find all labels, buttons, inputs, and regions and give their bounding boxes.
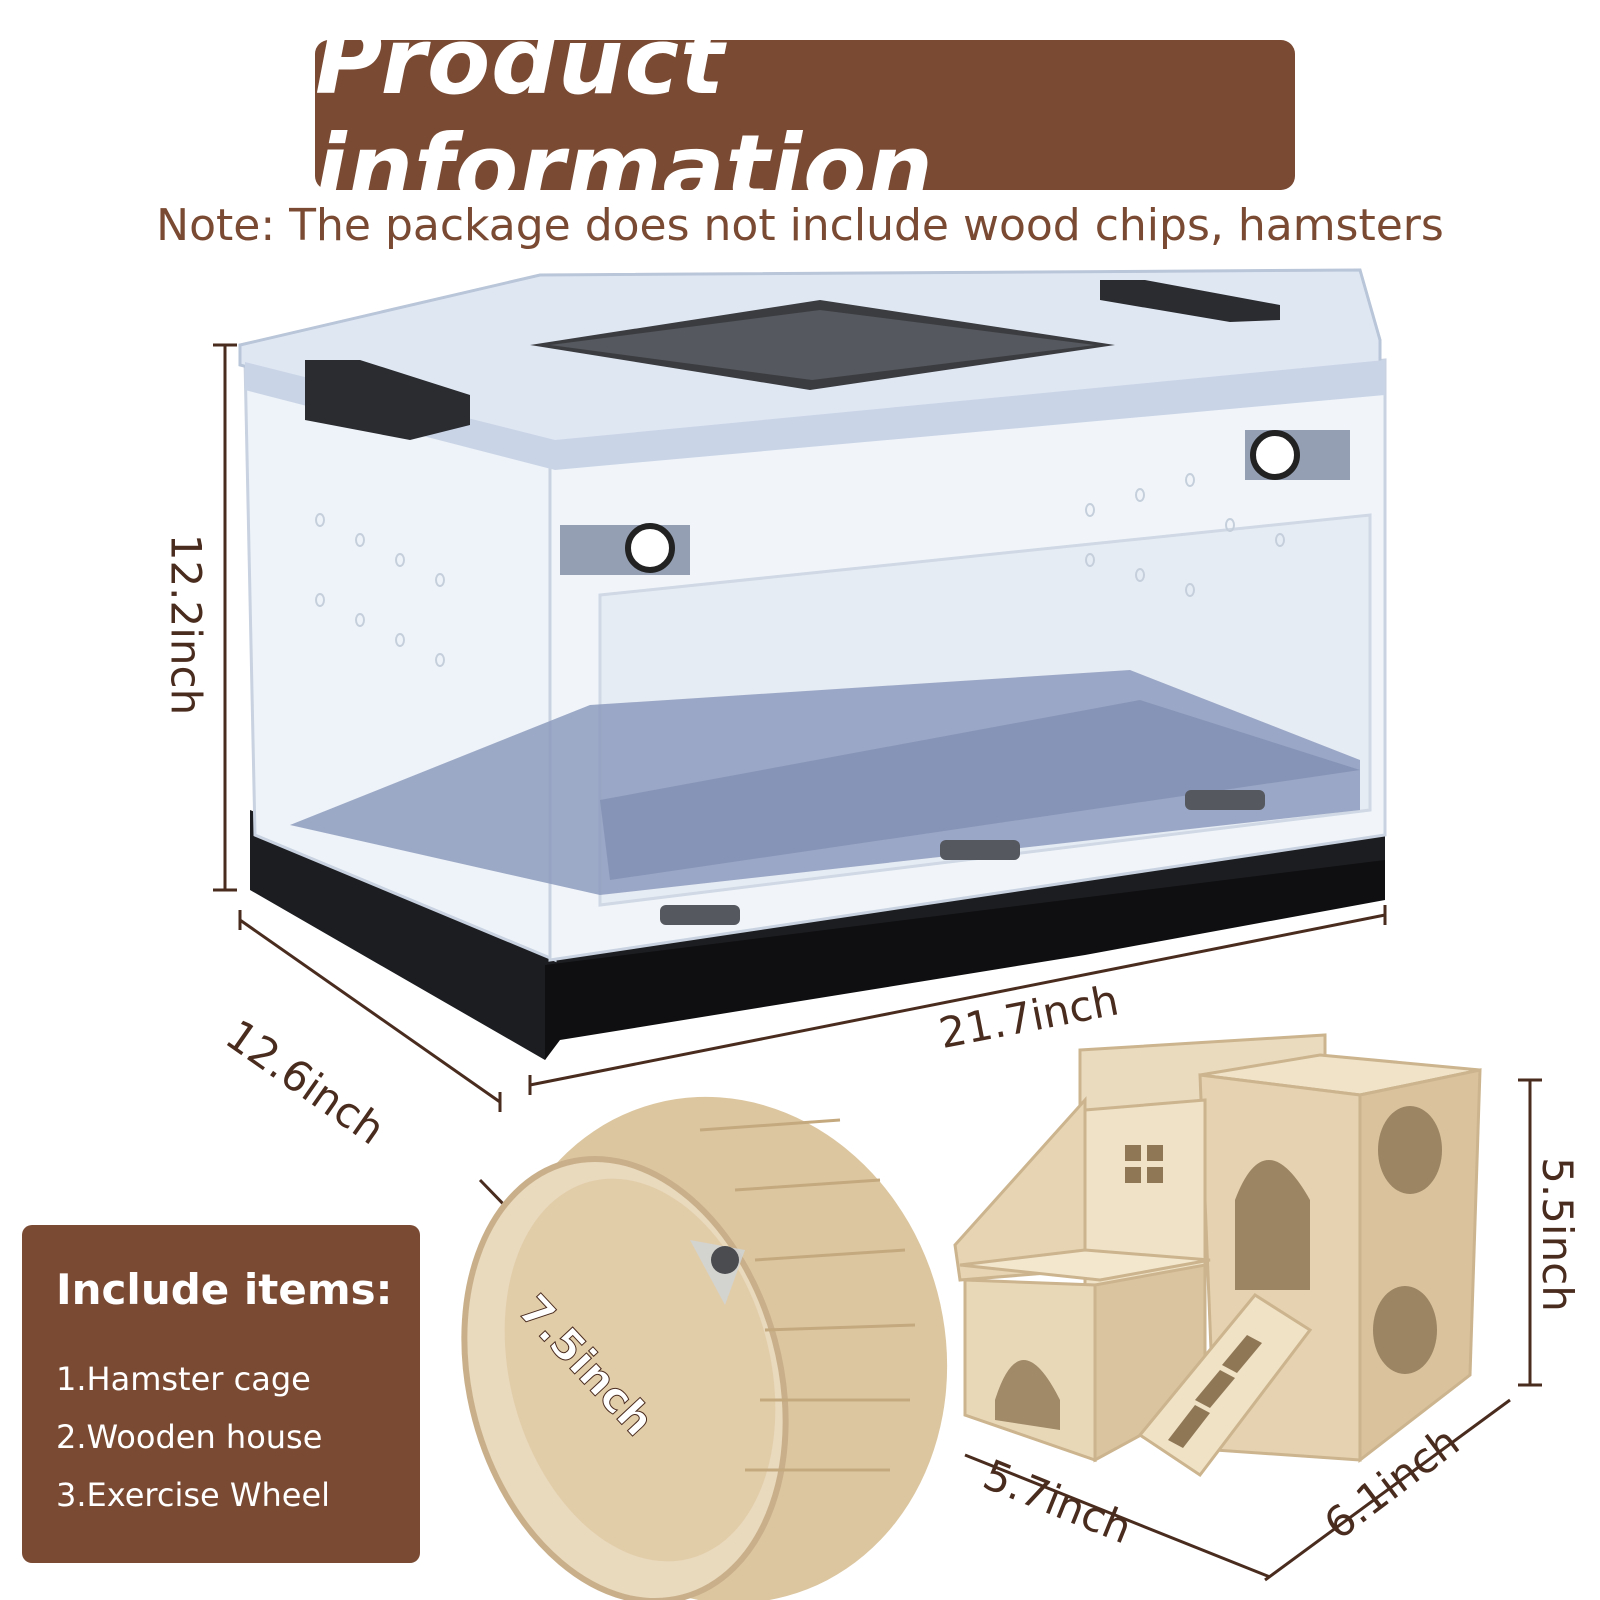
exercise-wheel-image — [461, 1096, 948, 1600]
include-items-title: Include items: — [56, 1265, 393, 1314]
include-items-panel: Include items: 1.Hamster cage 2.Wooden h… — [22, 1225, 420, 1563]
house-height-label: 5.5inch — [1532, 1157, 1582, 1312]
cage-height-label: 12.2inch — [161, 533, 211, 716]
package-note: Note: The package does not include wood … — [156, 200, 1444, 251]
include-items-list: 1.Hamster cage 2.Wooden house 3.Exercise… — [56, 1350, 330, 1524]
list-item: 3.Exercise Wheel — [56, 1476, 331, 1514]
title-banner: Product information — [315, 8, 1295, 222]
wooden-house-image — [953, 1033, 1482, 1478]
page-title: Product information — [315, 8, 934, 222]
list-item: 1.Hamster cage — [56, 1360, 311, 1398]
list-item: 2.Wooden house — [56, 1418, 323, 1456]
hamster-cage-image — [238, 268, 1387, 1060]
